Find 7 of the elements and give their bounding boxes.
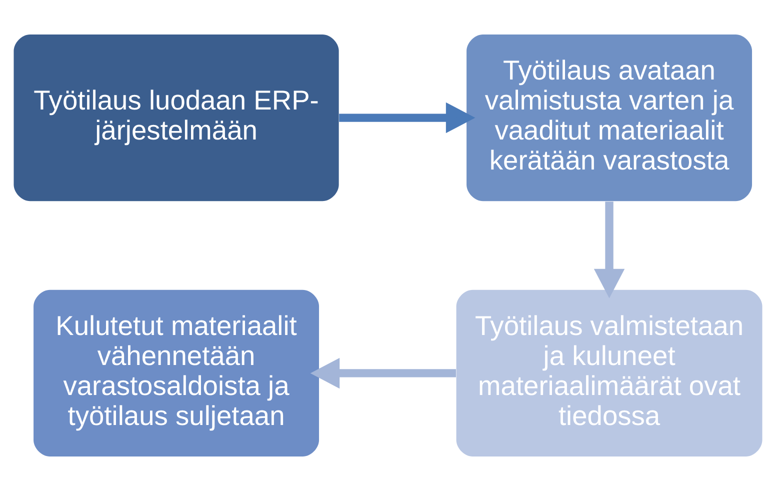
arrow bbox=[339, 102, 476, 134]
arrow bbox=[310, 358, 456, 389]
node-box: Työtilaus luodaan ERP-järjestelmään bbox=[14, 34, 339, 202]
node-box: Kulutetut materiaalit vähennetään varastosaldoista ja työtilaus suljetaan bbox=[34, 290, 320, 457]
arrow bbox=[594, 202, 625, 298]
node-box: Työtilaus avataan valmistusta varten ja vaaditut materiaalit kerätään varastosta bbox=[466, 34, 752, 202]
node-box: Työtilaus valmistetaan ja kuluneet materiaalimäärät ovat tiedossa bbox=[456, 290, 762, 457]
